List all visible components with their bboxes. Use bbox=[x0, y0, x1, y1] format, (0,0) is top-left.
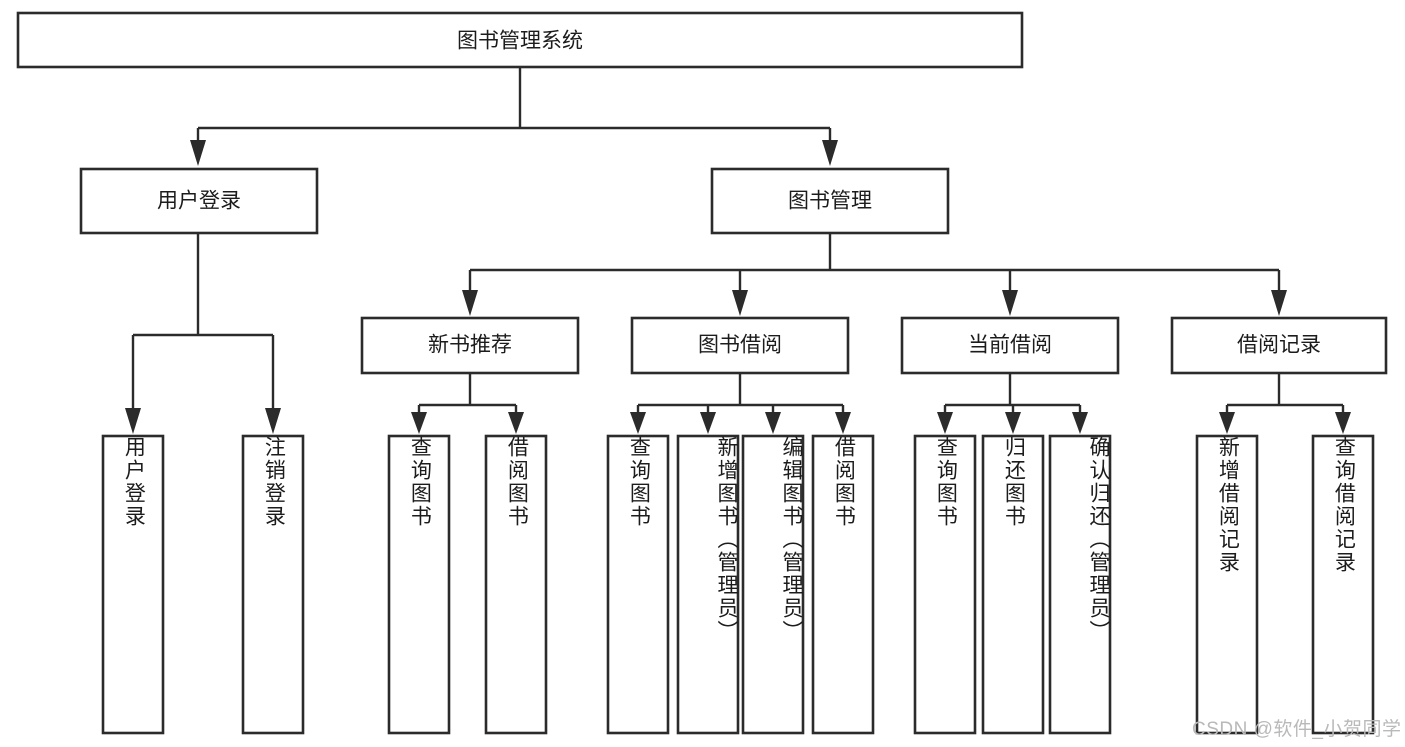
leaf-box-6[interactable] bbox=[741, 434, 805, 735]
arrow-head-new-book-rec bbox=[462, 290, 478, 316]
node-box-root[interactable] bbox=[16, 11, 1024, 69]
node-box-book-borrow[interactable] bbox=[630, 316, 850, 375]
node-label-root: 图书管理系统 bbox=[457, 30, 583, 53]
csdn-watermark: CSDN @软件_小贺同学 bbox=[1192, 719, 1402, 740]
leaf-box-8[interactable] bbox=[913, 434, 977, 735]
arrow-head-borrow-record bbox=[1271, 290, 1287, 316]
arrow-head-book-borrow-leaf-1 bbox=[630, 412, 646, 434]
arrow-head-book-borrow bbox=[732, 290, 748, 316]
arrow-head-current-borrow-leaf-1 bbox=[937, 412, 953, 434]
arrow-head-book-borrow-leaf-4 bbox=[835, 412, 851, 434]
arrow-head-current-borrow bbox=[1002, 290, 1018, 316]
leaf-box-2[interactable] bbox=[387, 434, 451, 735]
node-label-current-borrow: 当前借阅 bbox=[968, 334, 1052, 357]
arrow-head-user-login-leaf-1 bbox=[125, 408, 141, 434]
arrow-head-new-book-rec-leaf-2 bbox=[508, 412, 524, 434]
leaf-box-12[interactable] bbox=[1311, 434, 1375, 735]
leaf-box-0[interactable] bbox=[101, 434, 165, 735]
leaf-box-5[interactable] bbox=[676, 434, 740, 735]
node-label-new-book-rec: 新书推荐 bbox=[428, 334, 512, 357]
leaf-box-3[interactable] bbox=[484, 434, 548, 735]
node-box-book-mgmt[interactable] bbox=[710, 167, 950, 235]
arrow-head-to-book-mgmt bbox=[822, 140, 838, 166]
node-label-user-login: 用户登录 bbox=[157, 190, 241, 213]
leaf-box-4[interactable] bbox=[606, 434, 670, 735]
node-label-book-mgmt: 图书管理 bbox=[788, 190, 872, 213]
leaf-box-1[interactable] bbox=[241, 434, 305, 735]
node-label-book-borrow: 图书借阅 bbox=[698, 334, 782, 357]
node-label-borrow-record: 借阅记录 bbox=[1237, 334, 1321, 357]
arrow-head-borrow-record-leaf-1 bbox=[1219, 412, 1235, 434]
node-box-new-book-rec[interactable] bbox=[360, 316, 580, 375]
leaf-box-10[interactable] bbox=[1048, 434, 1112, 735]
arrow-head-user-login-leaf-2 bbox=[265, 408, 281, 434]
node-box-user-login[interactable] bbox=[79, 167, 319, 235]
node-box-borrow-record[interactable] bbox=[1170, 316, 1388, 375]
arrow-head-new-book-rec-leaf-1 bbox=[411, 412, 427, 434]
arrow-head-current-borrow-leaf-2 bbox=[1005, 412, 1021, 434]
arrow-head-book-borrow-leaf-3 bbox=[765, 412, 781, 434]
arrow-head-to-user-login bbox=[190, 140, 206, 166]
arrow-head-borrow-record-leaf-2 bbox=[1335, 412, 1351, 434]
node-box-current-borrow[interactable] bbox=[900, 316, 1120, 375]
leaf-box-9[interactable] bbox=[981, 434, 1045, 735]
leaf-box-11[interactable] bbox=[1195, 434, 1259, 735]
leaf-box-7[interactable] bbox=[811, 434, 875, 735]
arrow-head-current-borrow-leaf-3 bbox=[1072, 412, 1088, 434]
arrow-head-book-borrow-leaf-2 bbox=[700, 412, 716, 434]
